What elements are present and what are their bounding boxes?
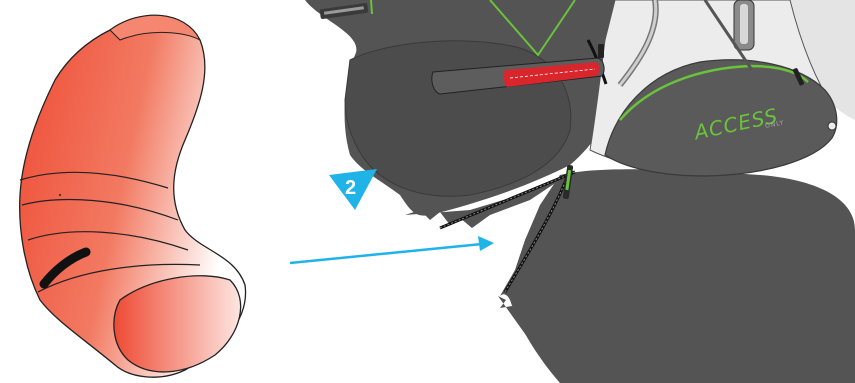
step-number: 2 [345,177,356,199]
step-marker-icon: 2 [329,169,377,210]
direction-arrow-icon [290,236,494,263]
airbag-protector-illustration [20,15,246,377]
harness-illustration: ACCESS ONLY [305,0,855,383]
